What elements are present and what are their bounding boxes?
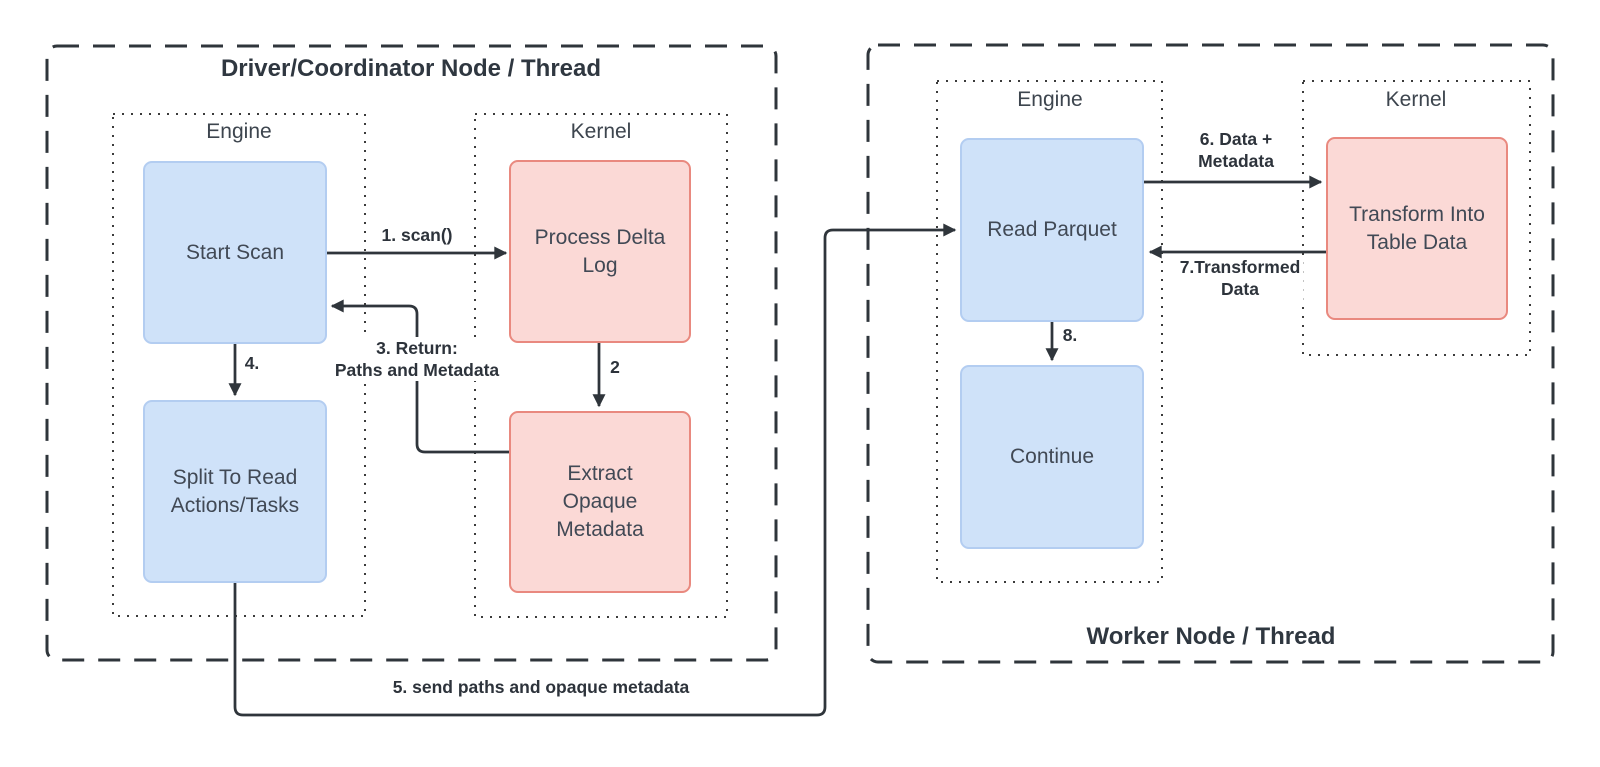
edge-label-3-line1: 3. Return: [376,338,458,358]
driver-node-container [45,44,778,662]
worker-kernel-label: Kernel [1385,88,1447,111]
edge-label-5-send-paths: 5. send paths and opaque metadata [389,676,693,698]
node-read-parquet-label: Read Parquet [987,218,1117,242]
worker-section-title: Worker Node / Thread [1086,623,1336,650]
driver-engine-label: Engine [206,120,272,143]
node-split-to-read: Split To Read Actions/Tasks [143,400,327,583]
edge-label-8: 8. [1059,324,1081,346]
node-process-delta-log-label: Process Delta Log [534,225,666,277]
edge-label-6-line2: Metadata [1198,151,1274,171]
edge-label-2: 2 [607,356,623,378]
worker-engine-label: Engine [1017,88,1083,111]
worker-node-container [866,43,1555,664]
edge-label-3-line2: Paths and Metadata [334,360,500,380]
node-read-parquet: Read Parquet [960,138,1144,322]
node-continue-label: Continue [1009,445,1095,469]
edge-label-6-line1: 6. Data + [1199,129,1273,149]
node-continue: Continue [960,365,1144,549]
edge-label-1-scan: 1. scan() [378,224,456,246]
edge-label-7-transformed: 7.Transformed Data [1176,256,1304,300]
driver-kernel-label: Kernel [570,120,632,143]
node-start-scan: Start Scan [143,161,327,344]
edge-label-3-return: 3. Return: Paths and Metadata [331,337,503,381]
driver-engine-container [112,113,366,617]
worker-engine-container [936,80,1163,583]
edge-label-7-line2: Data [1221,279,1259,299]
arrow-5-send-paths [233,223,957,717]
node-transform-into-table-data-label: Transform Into Table Data [1349,202,1485,254]
node-split-to-read-label: Split To Read Actions/Tasks [170,465,300,517]
worker-kernel-container [1302,80,1531,356]
node-extract-opaque-metadata: Extract Opaque Metadata [509,411,691,593]
edge-label-4: 4. [241,352,263,374]
edge-label-6-data-metadata: 6. Data + Metadata [1195,128,1277,172]
edge-label-7-line1: 7.Transformed [1179,257,1301,277]
node-process-delta-log: Process Delta Log [509,160,691,343]
driver-section-title: Driver/Coordinator Node / Thread [220,55,602,82]
driver-kernel-container [474,113,728,618]
node-transform-into-table-data: Transform Into Table Data [1326,137,1508,320]
node-extract-opaque-metadata-label: Extract Opaque Metadata [556,462,644,541]
node-start-scan-label: Start Scan [185,240,285,264]
